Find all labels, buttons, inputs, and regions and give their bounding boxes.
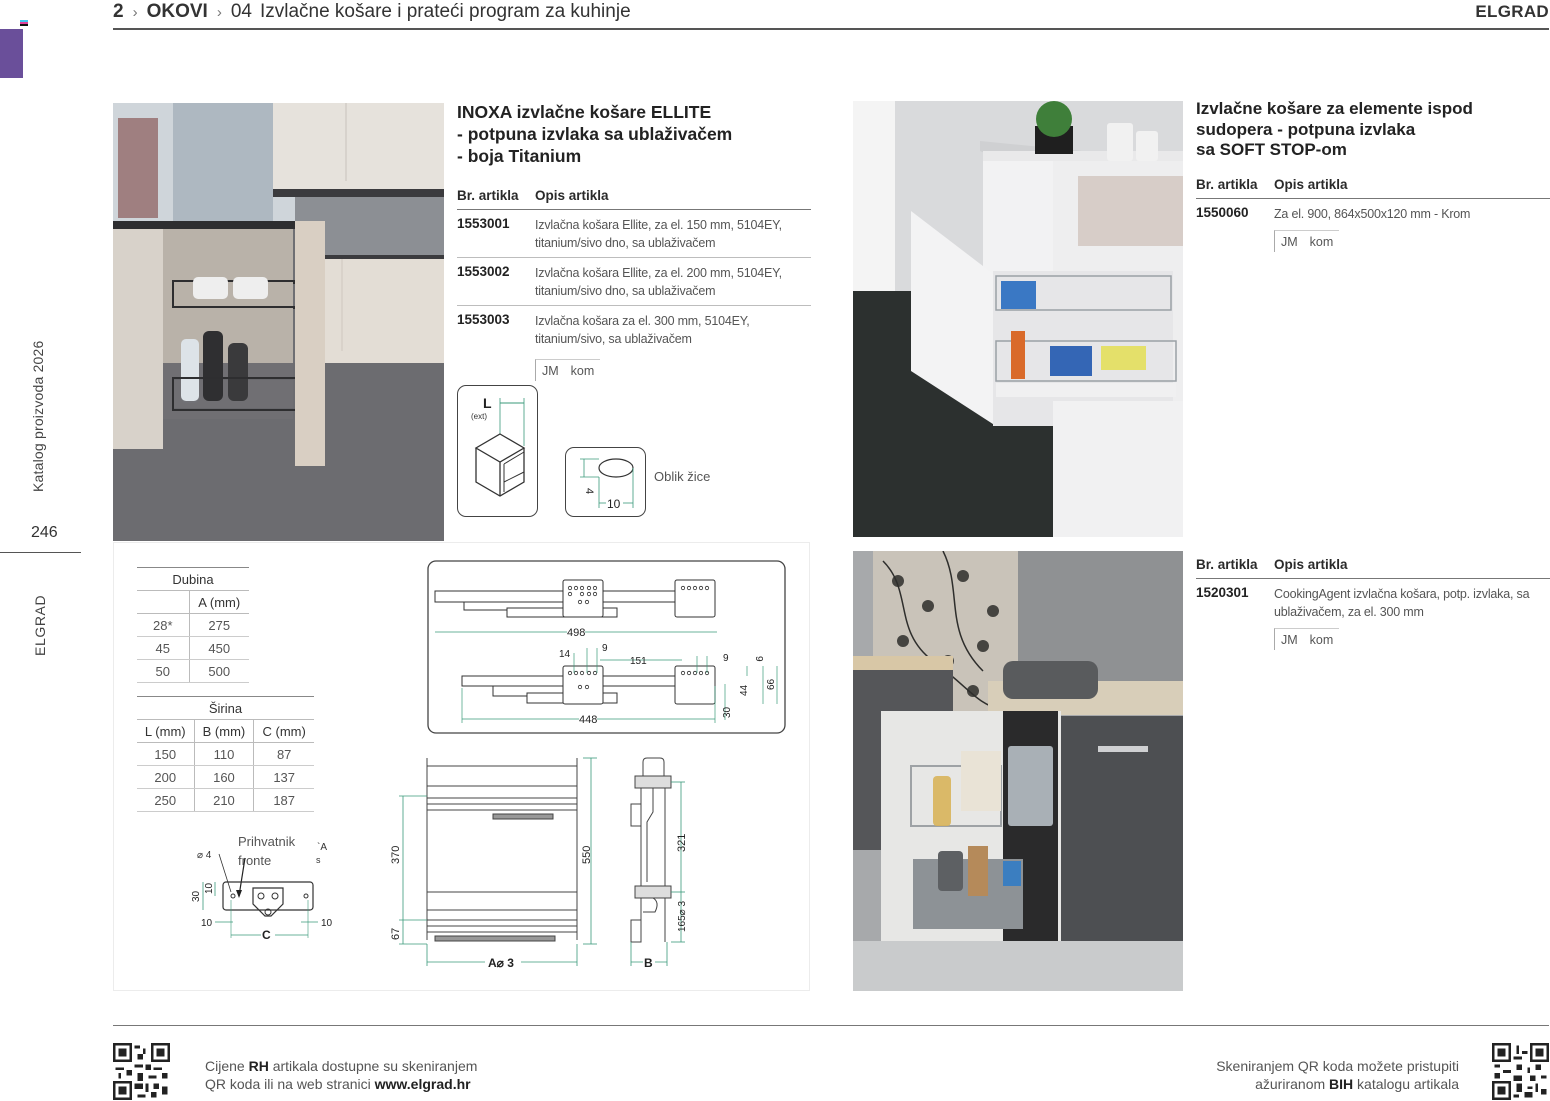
wire-shape-icon: 4 10 [565, 447, 646, 517]
svg-text:⌀ 4: ⌀ 4 [197, 850, 212, 861]
breadcrumb-item-okovi[interactable]: OKOVI [146, 1, 208, 22]
svg-text:9: 9 [602, 643, 608, 654]
svg-text:10: 10 [607, 497, 621, 511]
chevron-right-icon: › [216, 3, 222, 21]
qr-code-bih[interactable] [1492, 1043, 1549, 1100]
svg-text:44: 44 [739, 684, 750, 696]
svg-text:10: 10 [204, 882, 215, 894]
article-table-under-sink: Br. artikla Opis artikla 1550060 Za el. … [1196, 177, 1550, 252]
wire-shape-label: Oblik žice [654, 469, 711, 484]
website-link[interactable]: www.elgrad.hr [374, 1076, 471, 1092]
svg-text:67: 67 [390, 928, 402, 940]
chapter-tab [0, 29, 23, 78]
table-header: Br. artikla Opis artikla [1196, 557, 1550, 579]
sidebar-divider [0, 552, 81, 553]
svg-text:4: 4 [583, 488, 595, 494]
sidebar-brand: ELGRAD [32, 594, 48, 656]
basket-front-side-drawing: 370 67 550 A⌀ 3 321 165⌀ 3 B [385, 752, 705, 977]
qr-code-rh[interactable] [113, 1043, 170, 1100]
front-bracket-drawing: ⌀ 4 `A s 30 10 10 10 C [183, 840, 343, 945]
svg-text:L: L [483, 395, 492, 411]
catalog-label: Katalog proizvoda 2026 [30, 340, 46, 492]
table-row[interactable]: 1553001 Izvlačna košara Ellite, za el. 1… [457, 210, 811, 258]
product-photo-under-sink [853, 101, 1183, 537]
svg-text:151: 151 [630, 656, 647, 667]
article-table-cookingagent: Br. artikla Opis artikla 1520301 Cooking… [1196, 557, 1550, 650]
page-number: 246 [31, 524, 58, 541]
breadcrumb-item-section[interactable]: 2 [113, 1, 124, 22]
svg-text:9: 9 [723, 653, 729, 664]
svg-text:448: 448 [579, 714, 597, 726]
table-header: Br. artikla Opis artikla [1196, 177, 1550, 199]
table-row: 28*275 [137, 613, 249, 637]
svg-text:`A: `A [317, 841, 327, 853]
table-header: Br. artikla Opis artikla [457, 188, 811, 210]
table-row[interactable]: 1553002 Izvlačna košara Ellite, za el. 2… [457, 258, 811, 306]
table-row[interactable]: 1520301 CookingAgent izvlačna košara, po… [1196, 585, 1530, 619]
front-bracket-label: Prihvatnik fronte [238, 834, 296, 868]
svg-text:A⌀ 3: A⌀ 3 [488, 956, 514, 970]
header-divider [113, 28, 1549, 30]
svg-text:30: 30 [722, 706, 733, 718]
svg-text:10: 10 [201, 918, 213, 929]
svg-text:66: 66 [766, 678, 777, 690]
svg-text:14: 14 [559, 649, 571, 660]
table-row[interactable]: 1550060 Za el. 900, 864x500x120 mm - Kro… [1196, 205, 1471, 221]
registration-mark [20, 20, 28, 26]
svg-text:C: C [262, 928, 271, 942]
footer-price-note: Cijene RH artikala dostupne su skeniranj… [205, 1058, 478, 1092]
svg-text:321: 321 [676, 834, 688, 852]
product-title-ellite: INOXA izvlačne košare ELLITE - potpuna i… [457, 102, 733, 166]
chevron-right-icon: › [132, 3, 138, 21]
svg-text:165⌀ 3: 165⌀ 3 [677, 901, 688, 932]
product-photo-ellite [113, 103, 444, 541]
cabinet-width-icon: L (ext) [457, 385, 538, 517]
table-row[interactable]: 1553003 Izvlačna košara za el. 300 mm, 5… [457, 312, 750, 346]
footer-divider [113, 1025, 1549, 1026]
svg-text:498: 498 [567, 627, 585, 639]
svg-text:10: 10 [321, 918, 333, 929]
article-table-ellite: Br. artikla Opis artikla 1553001 Izvlačn… [457, 188, 811, 381]
svg-text:370: 370 [390, 846, 402, 864]
product-title-under-sink: Izvlačne košare za elemente ispod sudope… [1196, 99, 1473, 159]
svg-text:30: 30 [191, 890, 202, 902]
header-brand: ELGRAD [1475, 2, 1549, 21]
runner-drawing: 498 14 9 151 9 9 44 66 30 448 [427, 560, 786, 734]
svg-text:(ext): (ext) [471, 412, 487, 421]
svg-text:B: B [644, 956, 653, 970]
footer-catalog-note: Skeniranjem QR koda možete pristupiti až… [1216, 1058, 1459, 1092]
svg-text:9: 9 [753, 656, 764, 662]
product-photo-cookingagent [853, 551, 1183, 991]
svg-text:550: 550 [581, 846, 593, 864]
svg-text:s: s [316, 855, 321, 865]
